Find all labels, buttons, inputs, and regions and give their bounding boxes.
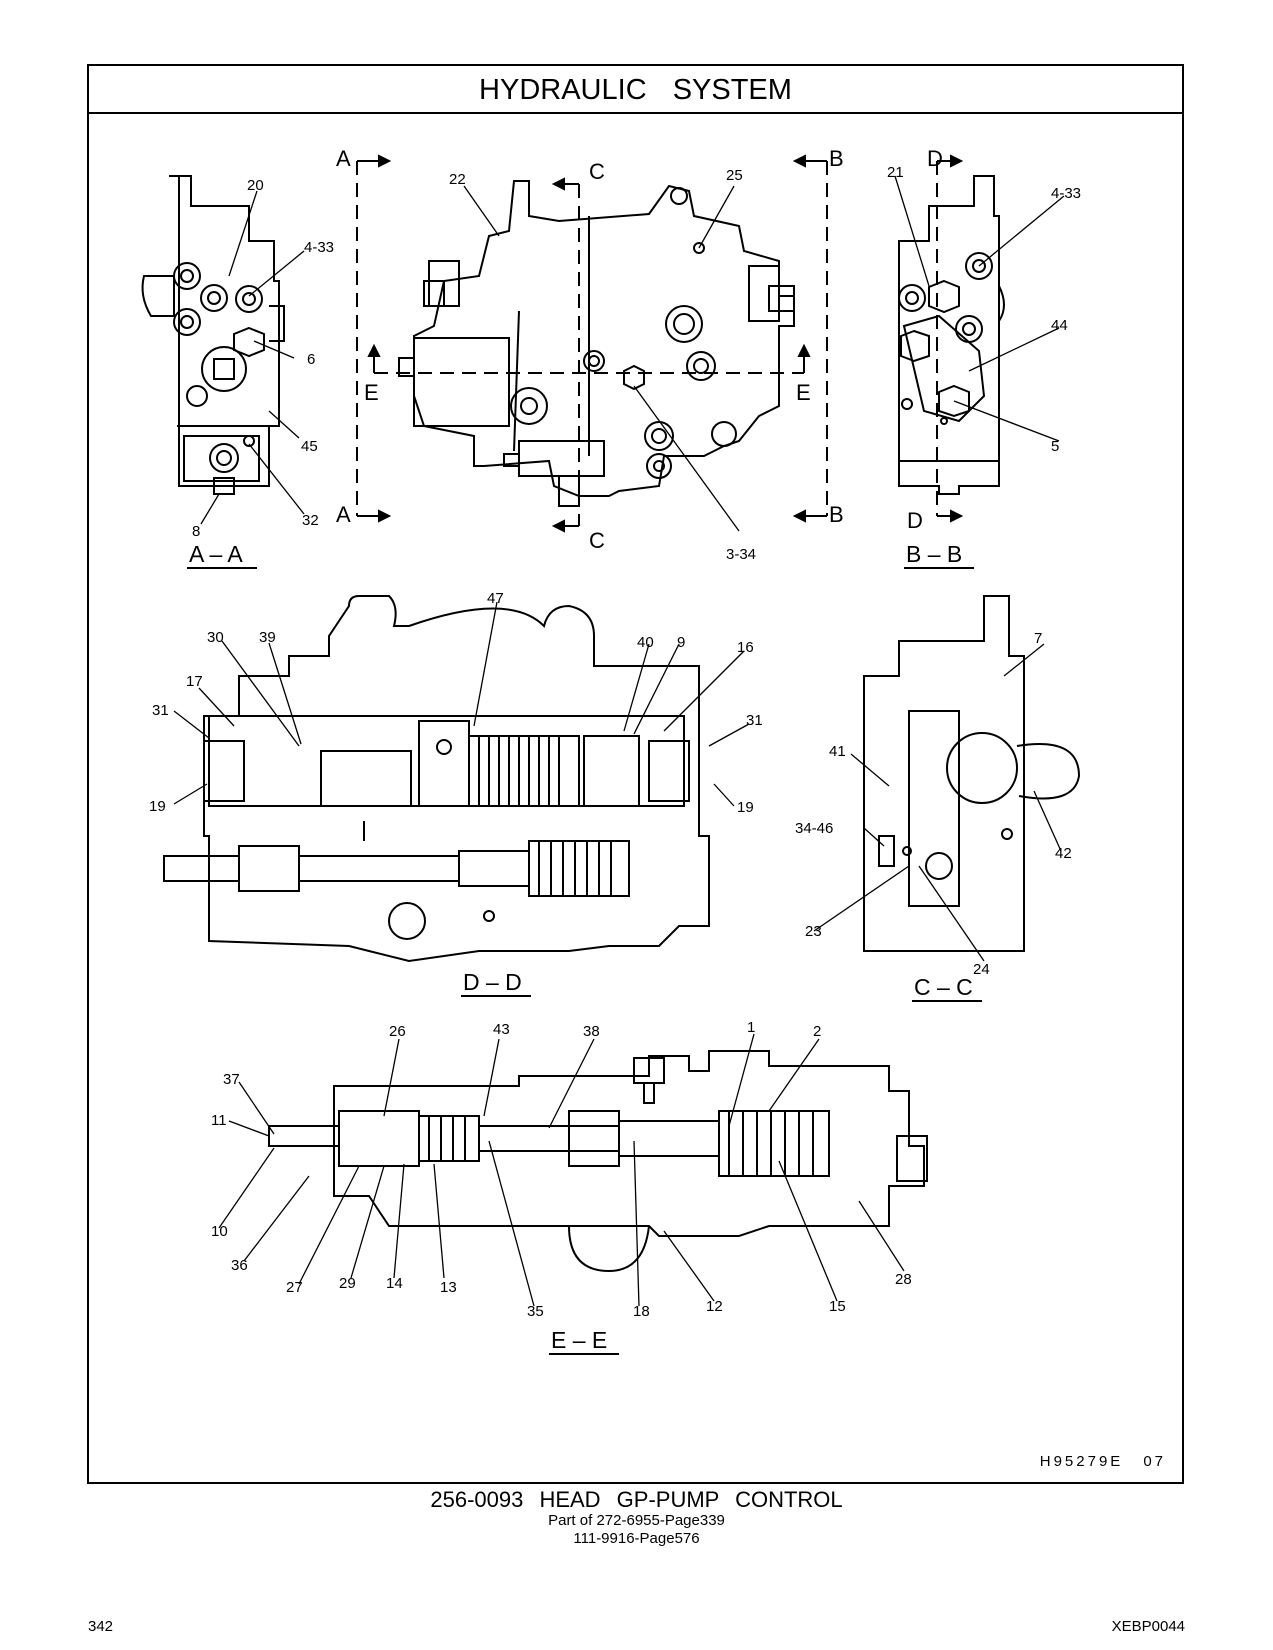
section-letter-d-top: D xyxy=(927,146,943,171)
section-letter-a-top: A xyxy=(336,146,351,171)
view-label-dd: D – D xyxy=(463,969,522,995)
view-label-cc: C – C xyxy=(914,974,973,1000)
callout-ee-18: 18 xyxy=(633,1303,650,1320)
callout-aa-32: 32 xyxy=(302,512,319,529)
callout-ee-10: 10 xyxy=(211,1223,228,1240)
section-letter-e-right: E xyxy=(796,380,811,405)
part-reference-2: 111-9916-Page576 xyxy=(573,1530,700,1547)
section-arrows xyxy=(357,154,964,533)
section-letter-b-top: B xyxy=(829,146,844,171)
callout-ee-15: 15 xyxy=(829,1298,846,1315)
callout-bb-5: 5 xyxy=(1051,438,1059,455)
callout-ee-26: 26 xyxy=(389,1023,406,1040)
view-label-underlines xyxy=(187,567,982,1355)
view-label-ee: E – E xyxy=(551,1327,607,1353)
view-main-drawing xyxy=(398,180,795,507)
view-bb-drawing xyxy=(898,175,1005,495)
callout-ee-35: 35 xyxy=(527,1303,544,1320)
callout-ee-38: 38 xyxy=(583,1023,600,1040)
callout-dd-31-left: 31 xyxy=(152,702,169,719)
view-label-bb: B – B xyxy=(906,541,962,567)
callouts: 20 4-33 6 45 32 8 22 25 3-34 21 4-33 44 … xyxy=(149,164,1081,1320)
view-label-aa: A – A xyxy=(189,541,243,567)
callout-ee-29: 29 xyxy=(339,1275,356,1292)
callout-aa-4-33: 4-33 xyxy=(304,239,334,256)
callout-ee-28: 28 xyxy=(895,1271,912,1288)
callout-dd-19-left: 19 xyxy=(149,798,166,815)
callout-cc-23: 23 xyxy=(805,923,822,940)
callout-dd-40: 40 xyxy=(637,634,654,651)
callout-ee-2: 2 xyxy=(813,1023,821,1040)
view-cc-drawing xyxy=(863,595,1081,952)
page-title: HYDRAULIC SYSTEM xyxy=(89,66,1182,114)
callout-ee-13: 13 xyxy=(440,1279,457,1296)
exploded-diagram: A A B B C C D D E E A – A B – B D – D C … xyxy=(141,146,1081,1355)
callout-dd-16: 16 xyxy=(737,639,754,656)
callout-aa-45: 45 xyxy=(301,438,318,455)
callout-ee-36: 36 xyxy=(231,1257,248,1274)
drawing-number: H95279E 07 xyxy=(1020,1453,1166,1470)
view-aa-drawing xyxy=(141,175,285,495)
callout-dd-31-right: 31 xyxy=(746,712,763,729)
view-dd-drawing xyxy=(163,595,710,963)
callout-dd-17: 17 xyxy=(186,673,203,690)
callout-ee-14: 14 xyxy=(386,1275,403,1292)
section-letter-b-bottom: B xyxy=(829,502,844,527)
callout-cc-34-46: 34-46 xyxy=(795,820,833,837)
callout-bb-44: 44 xyxy=(1051,317,1068,334)
callout-dd-9: 9 xyxy=(677,634,685,651)
section-letter-a-bottom: A xyxy=(336,502,351,527)
callout-ee-11: 11 xyxy=(211,1112,227,1129)
callout-cc-7: 7 xyxy=(1034,630,1042,647)
callout-ee-43: 43 xyxy=(493,1021,510,1038)
section-lines xyxy=(356,161,938,526)
callout-main-25: 25 xyxy=(726,167,743,184)
section-letters: A A B B C C D D E E xyxy=(336,146,943,553)
leader-lines xyxy=(173,175,1065,1307)
callout-cc-42: 42 xyxy=(1055,845,1072,862)
callout-aa-6: 6 xyxy=(307,351,315,368)
part-title: 256-0093 HEAD GP-PUMP CONTROL xyxy=(430,1487,843,1512)
callout-cc-41: 41 xyxy=(829,743,846,760)
drawing-revision: 07 xyxy=(1143,1453,1166,1470)
callout-ee-12: 12 xyxy=(706,1298,723,1315)
drawing-frame: HYDRAULIC SYSTEM xyxy=(87,64,1184,1484)
callout-dd-19-right: 19 xyxy=(737,799,754,816)
callout-ee-1: 1 xyxy=(747,1019,755,1036)
section-letter-c-bottom: C xyxy=(589,528,605,553)
callout-aa-8: 8 xyxy=(192,523,200,540)
callout-dd-39: 39 xyxy=(259,629,276,646)
callout-dd-30: 30 xyxy=(207,629,224,646)
part-reference-1: Part of 272-6955-Page339 xyxy=(548,1512,725,1529)
section-letter-e-left: E xyxy=(364,380,379,405)
view-ee-drawing xyxy=(268,1050,928,1273)
callout-bb-4-33: 4-33 xyxy=(1051,185,1081,202)
callout-ee-27: 27 xyxy=(286,1279,303,1296)
view-labels: A – A B – B D – D C – C E – E xyxy=(189,541,973,1353)
callout-dd-47: 47 xyxy=(487,590,504,607)
section-letter-d-bottom: D xyxy=(907,508,923,533)
drawing-code: H95279E xyxy=(1039,1453,1124,1470)
page-number: 342 xyxy=(88,1618,114,1635)
callout-ee-37: 37 xyxy=(223,1071,240,1088)
document-id: XEBP0044 xyxy=(1111,1618,1185,1635)
callout-cc-24: 24 xyxy=(973,961,990,978)
section-letter-c-top: C xyxy=(589,159,605,184)
callout-main-22: 22 xyxy=(449,171,466,188)
callout-bb-21: 21 xyxy=(887,164,904,181)
callout-main-3-34: 3-34 xyxy=(726,546,756,563)
callout-aa-20: 20 xyxy=(247,177,264,194)
